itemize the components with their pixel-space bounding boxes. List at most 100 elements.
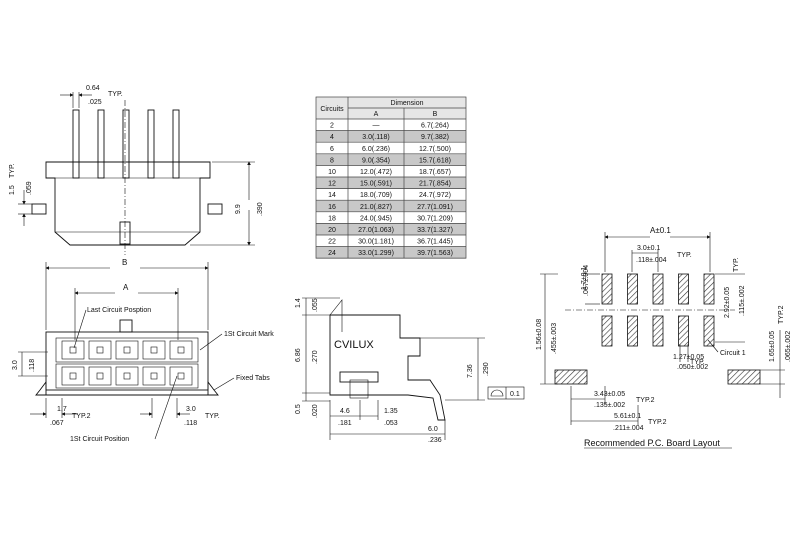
front-view: B A Last Circuit Posption 1St Circuit Ma… — [12, 258, 274, 443]
side-w2-mm: 1.35 — [384, 408, 398, 415]
cavity — [88, 340, 112, 360]
pcb-pad-w-in: .050±.002 — [677, 364, 708, 371]
pcb-row-in: .115±.002 — [739, 285, 746, 316]
pin-width-typ: TYP. — [108, 91, 123, 98]
front-view-housing — [45, 331, 209, 391]
table-cell-a: — — [373, 123, 380, 130]
pcb-span-in: .455±.003 — [551, 323, 558, 354]
table-row-shade — [316, 223, 466, 235]
dim-b-label: B — [122, 258, 127, 267]
pcb-tab-mm: 1.65±0.05 — [769, 331, 776, 362]
table-cell-a: 15.0(.591) — [360, 181, 392, 188]
flatness-value: 0.1 — [510, 391, 520, 398]
table-header-dimension: Dimension — [390, 100, 423, 107]
pcb-pad-h-mm: 1.7±0.1 — [581, 267, 588, 290]
height-in: .390 — [257, 202, 264, 216]
pcb-pad — [703, 315, 715, 347]
pin-width-in: .025 — [88, 99, 102, 106]
pcb-pad — [627, 315, 638, 347]
table-cell-b: 6.7(.264) — [421, 123, 449, 130]
pcb-pad — [703, 273, 715, 305]
table-cell-circuits: 2 — [330, 123, 334, 130]
table-cell-b: 36.7(1.445) — [417, 239, 453, 246]
table-cell-circuits: 12 — [328, 181, 336, 188]
pcb-off-mm: 3.43±0.05 — [594, 391, 625, 398]
brand-label: CVILUX — [334, 339, 374, 351]
pcb-pad — [652, 273, 664, 305]
front-h-in: .118 — [29, 359, 36, 372]
top-view-pins — [72, 109, 180, 179]
first-circuit-position-label: 1St Circuit Position — [70, 436, 129, 443]
table-cell-circuits: 14 — [328, 192, 336, 199]
fixed-tabs-label: Fixed Tabs — [236, 375, 270, 382]
side-top-in: .055 — [312, 298, 319, 312]
table-cell-b: 12.7(.500) — [419, 146, 451, 153]
cavity — [142, 340, 166, 360]
pcb-tab-in: .065±.002 — [785, 331, 792, 362]
pcb-pad — [678, 273, 689, 305]
table-cell-a: 3.0(.118) — [362, 134, 390, 141]
table-cell-a: 27.0(1.063) — [358, 227, 394, 234]
pcb-span-mm: 1.56±0.08 — [536, 319, 543, 350]
side-mid-mm: 6.86 — [295, 348, 302, 362]
left-dim-in: .059 — [26, 181, 33, 195]
side-right-mm: 7.36 — [467, 364, 474, 378]
side-top-mm: 1.4 — [295, 298, 302, 308]
table-cell-b: 15.7(.618) — [419, 157, 451, 164]
side-view: CVILUX 1.4 .055 6.86 .270 0.5 .020 7.36 … — [295, 297, 525, 444]
pcb-layout: A±0.1 3.0±0.1 .118±.004 TYP. 1.7±0.1 .06… — [536, 226, 792, 449]
cavity — [142, 366, 166, 386]
side-view-body — [329, 314, 446, 421]
pcb-tot-in: .211±.004 — [613, 425, 644, 432]
pcb-pitch-mm: 3.0±0.1 — [637, 245, 660, 252]
pcb-right-typ: TYP. — [733, 257, 740, 272]
first-circuit-mark-label: 1St Circuit Mark — [224, 331, 274, 338]
front-pitch-typ: TYP. — [205, 413, 220, 420]
table-cell-circuits: 8 — [330, 157, 334, 164]
side-bot-mm: 0.5 — [295, 404, 302, 414]
table-cell-circuits: 4 — [330, 134, 334, 141]
table-cell-circuits: 18 — [328, 215, 336, 222]
table-cell-circuits: 20 — [328, 227, 336, 234]
side-w1-in: .181 — [338, 420, 352, 427]
table-cell-b: 21.7(.854) — [419, 181, 451, 188]
table-cell-b: 30.7(1.209) — [417, 215, 453, 222]
table-cell-circuits: 24 — [328, 250, 336, 257]
cavity — [169, 366, 193, 386]
pcb-circuit1-label: Circuit 1 — [720, 350, 746, 357]
pcb-pitch-typ: TYP. — [677, 252, 692, 259]
left-dim-mm: 1.5 — [9, 185, 16, 195]
table-row-shade — [316, 200, 466, 212]
table-cell-b: 18.7(.657) — [419, 169, 451, 176]
pcb-pad — [601, 273, 613, 305]
table-cell-a: 24.0(.945) — [360, 215, 392, 222]
table-cell-b: 24.7(.972) — [419, 192, 451, 199]
side-w3-mm: 6.0 — [428, 426, 438, 433]
top-view-right-tab — [207, 203, 223, 215]
side-right-in: .290 — [483, 362, 490, 376]
cavity — [115, 366, 139, 386]
pcb-pad-h-in: .067±.004 — [583, 265, 590, 296]
top-view-left-tab — [31, 203, 47, 215]
pcb-pad-w-mm: 1.27±0.05 — [673, 354, 704, 361]
pcb-row-mm: 2.92±0.05 — [724, 287, 731, 318]
table-cell-circuits: 6 — [330, 146, 334, 153]
pcb-pitch-in: .118±.004 — [636, 257, 667, 264]
pcb-right-tab-pad — [727, 369, 761, 385]
front-view-cavities — [61, 340, 193, 386]
pcb-pad — [627, 273, 638, 305]
pcb-left-tab-pad — [554, 369, 588, 385]
table-cell-b: 9.7(.382) — [421, 134, 449, 141]
cavity — [61, 366, 85, 386]
pcb-pad-w-typ: TYP. — [690, 359, 705, 366]
pcb-title: Recommended P.C. Board Layout — [584, 438, 720, 448]
front-left-typ: TYP.2 — [72, 413, 91, 420]
table-cell-a: 18.0(.709) — [360, 192, 392, 199]
pcb-pads — [601, 273, 715, 347]
table-cell-a: 12.0(.472) — [360, 169, 392, 176]
cavity — [88, 366, 112, 386]
cavity — [169, 340, 193, 360]
table-cell-a: 6.0(.236) — [362, 146, 390, 153]
